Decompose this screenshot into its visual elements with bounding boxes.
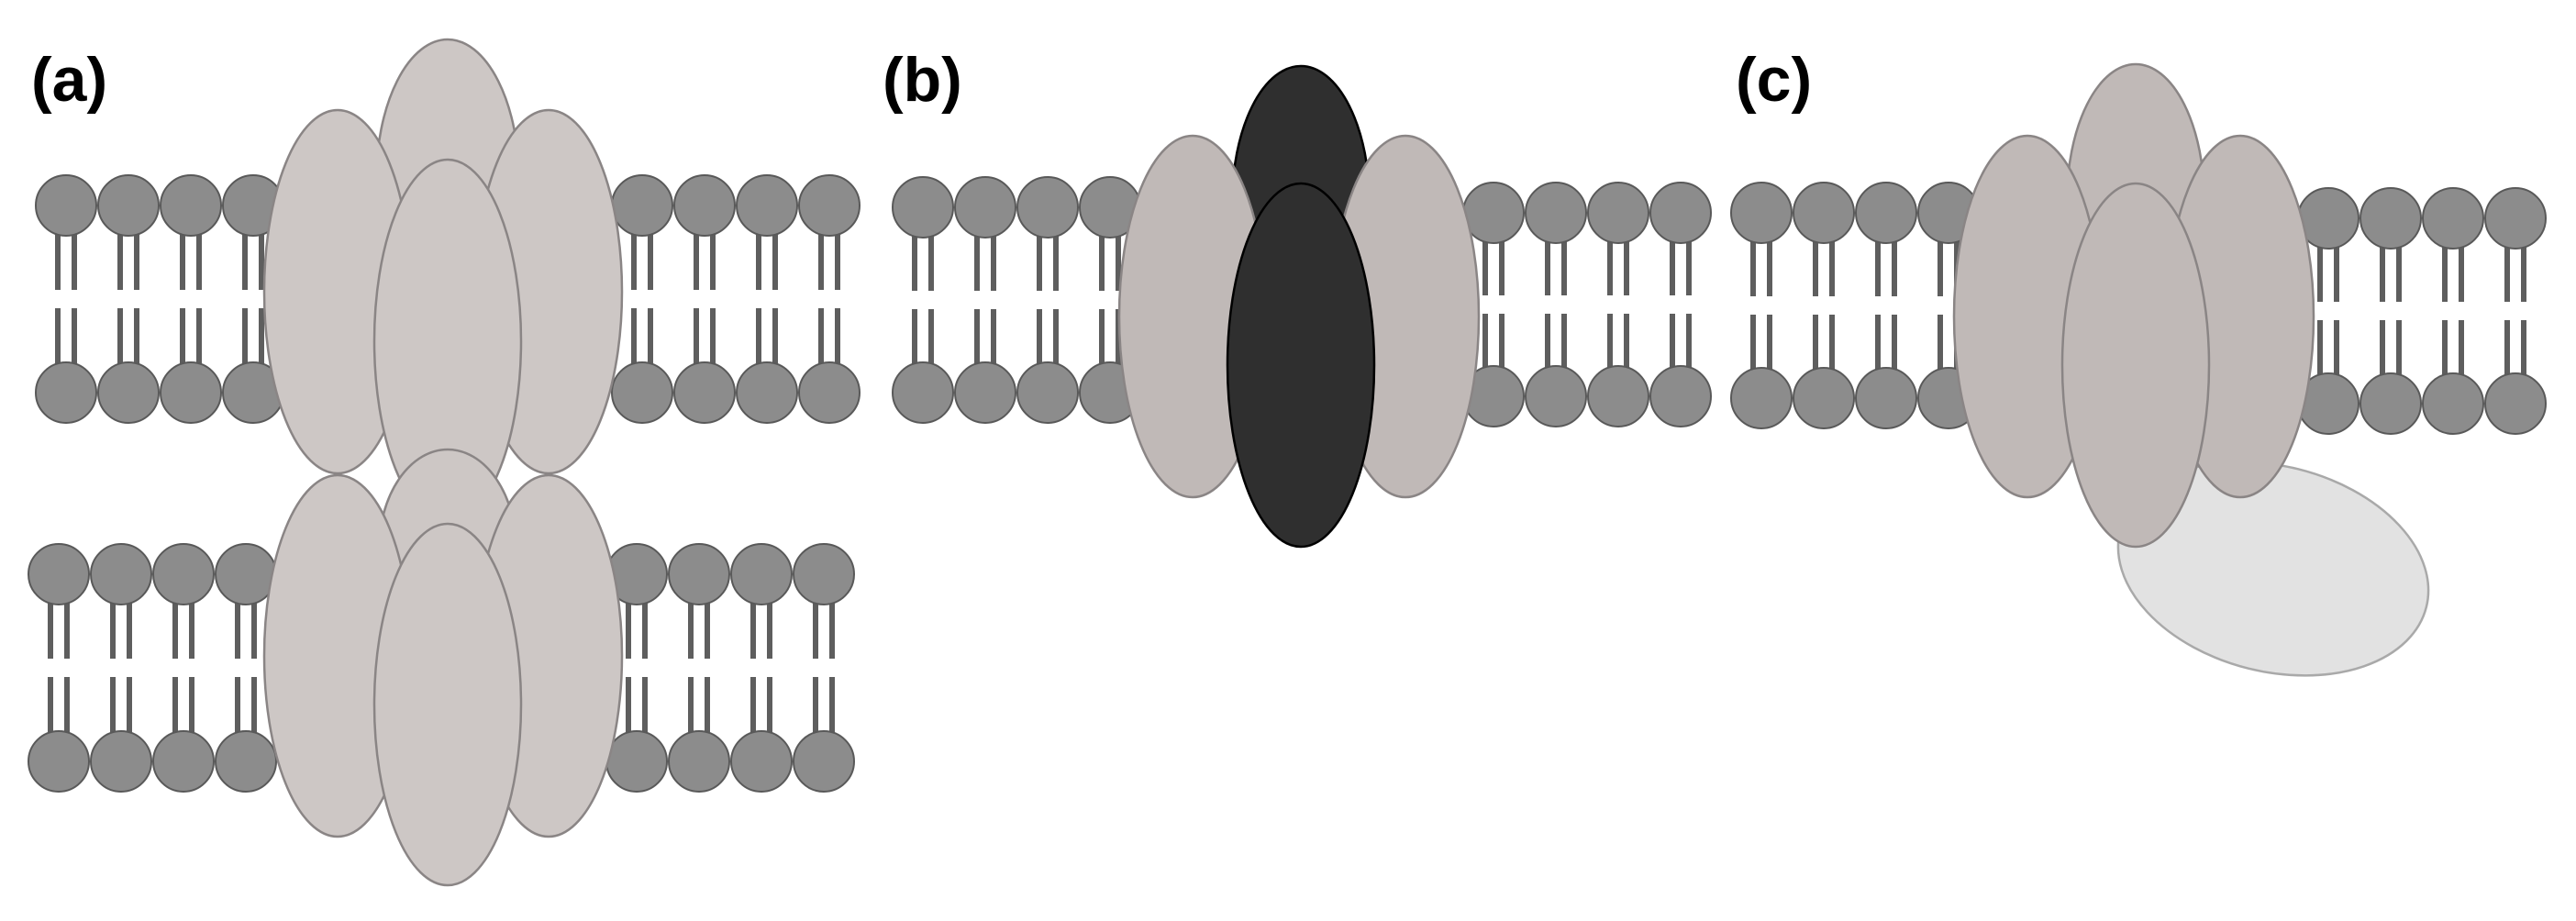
lipid-head	[668, 543, 730, 605]
lipid-head	[611, 174, 673, 237]
lipid-head	[90, 730, 152, 793]
lipid-head	[1855, 367, 1917, 429]
lipid-head	[798, 361, 861, 424]
lipid-head	[673, 174, 736, 237]
lipid-head	[1855, 182, 1917, 244]
lipid-head	[35, 361, 97, 424]
lipid-head	[892, 361, 954, 424]
lipid-head	[954, 176, 1016, 239]
lipid-bilayer-segment	[28, 543, 277, 793]
lipid-head	[611, 361, 673, 424]
lipid-head	[1016, 176, 1079, 239]
channel-subunit	[372, 522, 523, 887]
lipid-head	[2422, 187, 2484, 250]
lipid-bilayer-segment	[892, 176, 1141, 424]
panel-b: (b)	[883, 45, 1481, 549]
lipid-head	[1649, 182, 1712, 244]
lipid-head	[215, 543, 277, 605]
lipid-head	[605, 730, 668, 793]
lipid-bilayer-segment	[605, 543, 855, 793]
panel-label-b: (b)	[883, 45, 962, 115]
lipid-head	[1730, 367, 1793, 429]
lipid-head	[2359, 187, 2422, 250]
lipid-head	[1462, 182, 1525, 244]
dark-channel-subunit	[1226, 182, 1376, 549]
lipid-head	[215, 730, 277, 793]
lipid-head	[1587, 182, 1649, 244]
lipid-bilayer-segment	[2297, 187, 2547, 435]
lipid-head	[793, 730, 855, 793]
panel-a: (a)	[31, 38, 624, 887]
lipid-head	[793, 543, 855, 605]
lipid-head	[730, 730, 793, 793]
panel-c: (c)	[1736, 45, 2430, 677]
lipid-head	[35, 174, 97, 237]
lipid-head	[730, 543, 793, 605]
connexon-upper	[262, 38, 624, 525]
lipid-head	[1793, 182, 1855, 244]
lipid-head	[2484, 372, 2547, 435]
lipid-head	[97, 361, 160, 424]
lipid-head	[28, 543, 90, 605]
lipid-head	[736, 361, 798, 424]
lipid-bilayer-segment	[611, 174, 861, 424]
lipid-head	[160, 174, 222, 237]
lipid-head	[1525, 365, 1587, 427]
lipid-head	[1525, 182, 1587, 244]
heteromeric-channel	[1117, 64, 1481, 549]
lipid-head	[1016, 361, 1079, 424]
lipid-head	[2359, 372, 2422, 435]
lipid-head	[736, 174, 798, 237]
panel-label-c: (c)	[1736, 45, 1812, 115]
lipid-head	[798, 174, 861, 237]
lipid-bilayer-segment	[1730, 182, 1980, 429]
lipid-head	[673, 361, 736, 424]
lipid-bilayer-segment	[1462, 182, 1712, 427]
lipid-head	[152, 543, 215, 605]
lipid-bilayers	[28, 174, 2547, 793]
lipid-head	[1730, 182, 1793, 244]
lipid-head	[90, 543, 152, 605]
channel-with-auxiliary-subunit	[1952, 62, 2430, 677]
lipid-bilayer-segment	[35, 174, 284, 424]
lipid-head	[1587, 365, 1649, 427]
lipid-head	[152, 730, 215, 793]
lipid-head	[892, 176, 954, 239]
lipid-head	[2484, 187, 2547, 250]
panel-label-a: (a)	[31, 45, 107, 115]
lipid-head	[160, 361, 222, 424]
lipid-head	[1793, 367, 1855, 429]
channel-subunit	[2060, 182, 2211, 549]
gap-junction-channel	[262, 38, 624, 887]
lipid-head	[28, 730, 90, 793]
lipid-head	[1649, 365, 1712, 427]
lipid-head	[2422, 372, 2484, 435]
lipid-head	[668, 730, 730, 793]
connexon-lower	[262, 448, 624, 887]
lipid-head	[954, 361, 1016, 424]
lipid-head	[97, 174, 160, 237]
